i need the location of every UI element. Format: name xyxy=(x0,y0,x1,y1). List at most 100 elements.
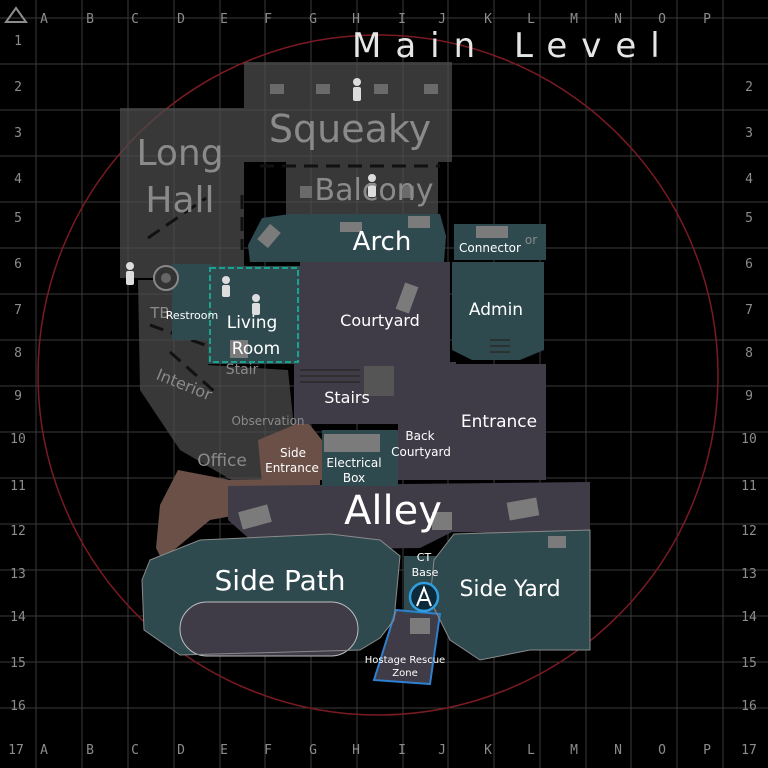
svg-text:1: 1 xyxy=(14,34,22,49)
stair-lines xyxy=(300,339,510,383)
svg-text:G: G xyxy=(309,743,317,758)
room-outlines xyxy=(141,529,591,661)
map-boundary-circle xyxy=(37,34,719,716)
svg-text:P: P xyxy=(703,12,711,27)
svg-text:7: 7 xyxy=(745,303,753,318)
svg-text:K: K xyxy=(484,12,492,27)
svg-text:17: 17 xyxy=(741,743,757,758)
label-side-path: Side Path xyxy=(215,564,346,597)
svg-text:12: 12 xyxy=(10,524,26,539)
label-office: Office xyxy=(197,451,247,471)
label-back: Back xyxy=(405,429,434,443)
svg-text:L: L xyxy=(527,12,535,27)
svg-text:4: 4 xyxy=(745,172,753,187)
label-hall: Hall xyxy=(145,180,214,221)
label-electrical: Electrical xyxy=(326,456,381,470)
svg-text:5: 5 xyxy=(14,211,22,226)
label-entrance: Entrance xyxy=(461,412,537,432)
side-yard-room xyxy=(430,530,590,660)
back-courtyard-room xyxy=(398,362,456,480)
svg-text:E: E xyxy=(220,743,228,758)
svg-text:I: I xyxy=(398,12,406,27)
entrance-room xyxy=(450,364,546,480)
ct-spawn-icon[interactable] xyxy=(408,581,440,613)
axis-bottom: 17 A B C D E F G H I J K L M N O P 17 xyxy=(8,743,757,758)
svg-text:K: K xyxy=(484,743,492,758)
label-side: Side xyxy=(280,446,306,460)
svg-text:A: A xyxy=(40,12,48,27)
svg-text:8: 8 xyxy=(14,346,22,361)
svg-text:2: 2 xyxy=(14,80,22,95)
axis-right: 2 3 4 5 6 7 8 9 10 11 12 13 14 15 16 xyxy=(741,80,757,714)
svg-text:D: D xyxy=(177,743,185,758)
svg-text:6: 6 xyxy=(745,257,753,272)
svg-text:I: I xyxy=(398,743,406,758)
svg-text:12: 12 xyxy=(741,524,757,539)
label-tb: TB xyxy=(149,304,169,322)
label-box: Box xyxy=(343,471,365,485)
camera-icon xyxy=(153,265,179,291)
side-entrance-ground xyxy=(258,420,322,484)
svg-text:E: E xyxy=(220,12,228,27)
svg-text:10: 10 xyxy=(10,432,26,447)
svg-text:B: B xyxy=(86,743,94,758)
svg-text:L: L xyxy=(527,743,535,758)
label-zone: Zone xyxy=(392,668,417,679)
svg-text:14: 14 xyxy=(741,610,757,625)
svg-text:J: J xyxy=(438,743,446,758)
alley-room xyxy=(228,482,590,550)
svg-text:H: H xyxy=(352,12,360,27)
label-restroom: Restroom xyxy=(166,309,218,322)
svg-text:C: C xyxy=(131,12,139,27)
label-back-courtyard: Courtyard xyxy=(391,445,451,459)
triangle-icon xyxy=(4,6,28,23)
svg-text:M: M xyxy=(570,12,578,27)
admin-room xyxy=(452,262,544,360)
person-icon xyxy=(126,78,376,315)
props xyxy=(230,216,566,634)
svg-text:11: 11 xyxy=(741,479,757,494)
svg-text:M: M xyxy=(570,743,578,758)
svg-text:11: 11 xyxy=(10,479,26,494)
label-ct: CT xyxy=(417,551,432,564)
label-room: Room xyxy=(232,339,280,359)
side-path-planter xyxy=(179,601,359,657)
label-stair: Stair xyxy=(226,362,259,378)
map-title: Main Level xyxy=(352,26,674,66)
label-observation: Observation xyxy=(231,414,304,428)
svg-text:14: 14 xyxy=(10,610,26,625)
label-long: Long xyxy=(136,133,223,174)
ghost-detail xyxy=(270,84,438,198)
purple-rooms xyxy=(228,262,590,684)
svg-text:N: N xyxy=(614,743,622,758)
axis-top: A B C D E F G H I J K L M N O P xyxy=(40,12,711,27)
svg-text:9: 9 xyxy=(14,389,22,404)
svg-text:9: 9 xyxy=(745,389,753,404)
svg-text:F: F xyxy=(264,12,272,27)
svg-text:2: 2 xyxy=(745,80,753,95)
svg-text:H: H xyxy=(352,743,360,758)
svg-text:3: 3 xyxy=(745,126,753,141)
svg-text:16: 16 xyxy=(10,699,26,714)
label-alley: Alley xyxy=(344,488,442,534)
svg-text:N: N xyxy=(614,12,622,27)
label-side-yard: Side Yard xyxy=(459,577,560,602)
label-stairs: Stairs xyxy=(324,388,370,407)
svg-text:3: 3 xyxy=(14,126,22,141)
svg-text:16: 16 xyxy=(741,699,757,714)
axis-left: 1 2 3 4 5 6 7 8 9 10 11 12 13 14 15 16 xyxy=(10,34,26,714)
label-base: Base xyxy=(412,566,439,579)
svg-text:7: 7 xyxy=(14,303,22,318)
squeaky-room xyxy=(244,62,452,162)
svg-text:15: 15 xyxy=(10,656,26,671)
svg-text:A: A xyxy=(40,743,48,758)
svg-text:O: O xyxy=(658,743,666,758)
svg-text:C: C xyxy=(131,743,139,758)
svg-text:G: G xyxy=(309,12,317,27)
label-admin: Admin xyxy=(469,300,523,320)
svg-text:17: 17 xyxy=(8,743,24,758)
svg-text:O: O xyxy=(658,12,666,27)
hostage-zone-outline xyxy=(372,608,442,686)
label-balcony: Balcony xyxy=(315,173,434,208)
